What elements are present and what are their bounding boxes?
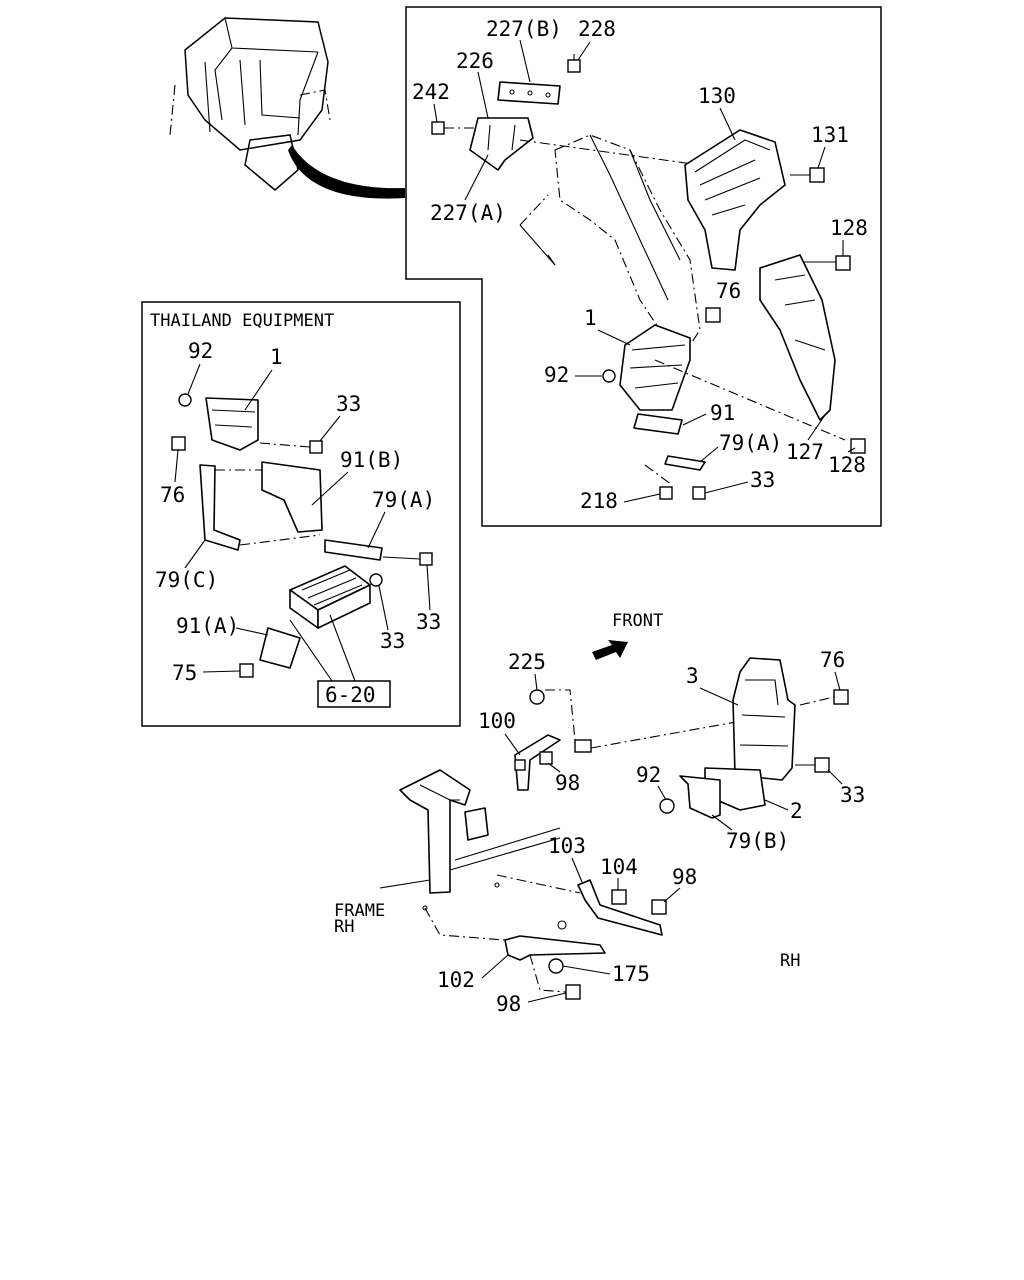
label-79a-thai: 79(A) (372, 488, 435, 512)
label-128-bottom: 128 (828, 453, 866, 477)
label-131: 131 (811, 123, 849, 147)
label-98-a: 98 (555, 771, 580, 795)
label-228: 228 (578, 17, 616, 41)
label-75-thai: 75 (172, 661, 197, 685)
label-242: 242 (412, 80, 450, 104)
label-1-detail: 1 (584, 306, 597, 330)
thailand-equipment-labels: 92 1 33 76 91(B) 79(A) 79(C) 33 91(A) 33… (155, 339, 441, 707)
label-91-detail: 91 (710, 401, 735, 425)
label-98-c: 98 (496, 992, 521, 1016)
label-225: 225 (508, 650, 546, 674)
label-102: 102 (437, 968, 475, 992)
label-3: 3 (686, 664, 699, 688)
front-arrow-icon (592, 640, 628, 660)
label-79a-detail: 79(A) (719, 431, 782, 455)
label-104: 104 (600, 855, 638, 879)
label-98-b: 98 (672, 865, 697, 889)
detail-inset-parts (431, 54, 866, 500)
label-33-thai-a: 33 (336, 392, 361, 416)
label-33-main: 33 (840, 783, 865, 807)
front-label: FRONT (612, 611, 663, 631)
label-76-thai: 76 (160, 483, 185, 507)
detail-inset-box (405, 6, 882, 527)
label-227a: 227(A) (430, 201, 506, 225)
thailand-equipment-title: THAILAND EQUIPMENT (150, 311, 334, 331)
label-92-detail: 92 (544, 363, 569, 387)
detail-inset-labels: 227(B) 228 226 242 227(A) 130 131 128 76… (412, 17, 868, 513)
frame-label-line2: RH (334, 917, 354, 937)
label-76-detail: 76 (716, 279, 741, 303)
label-103: 103 (548, 834, 586, 858)
label-33-detail: 33 (750, 468, 775, 492)
cab-overview-illustration (169, 17, 405, 199)
label-100: 100 (478, 709, 516, 733)
label-2: 2 (790, 799, 803, 823)
label-33-thai-c: 33 (380, 629, 405, 653)
main-assembly-parts (379, 640, 849, 1000)
label-128-top: 128 (830, 216, 868, 240)
label-1-thai: 1 (270, 345, 283, 369)
label-92-main: 92 (636, 763, 661, 787)
label-79b: 79(B) (726, 829, 789, 853)
ref-box-6-20: 6-20 (325, 683, 376, 707)
label-91b-thai: 91(B) (340, 448, 403, 472)
label-127-detail: 127 (786, 440, 824, 464)
label-79c-thai: 79(C) (155, 568, 218, 592)
main-assembly-labels: FRONT FRAME RH RH 225 3 76 100 98 92 33 … (334, 611, 865, 1016)
label-91a-thai: 91(A) (176, 614, 239, 638)
thailand-equipment-box: THAILAND EQUIPMENT (141, 301, 461, 727)
frame-label-line1: FRAME (334, 901, 385, 921)
side-label-rh: RH (780, 951, 800, 971)
label-226: 226 (456, 49, 494, 73)
label-218-detail: 218 (580, 489, 618, 513)
label-130: 130 (698, 84, 736, 108)
label-227b: 227(B) (486, 17, 562, 41)
label-175: 175 (612, 962, 650, 986)
label-76-main: 76 (820, 648, 845, 672)
label-92-thai: 92 (188, 339, 213, 363)
label-33-thai-b: 33 (416, 610, 441, 634)
thailand-equipment-parts (171, 393, 433, 708)
